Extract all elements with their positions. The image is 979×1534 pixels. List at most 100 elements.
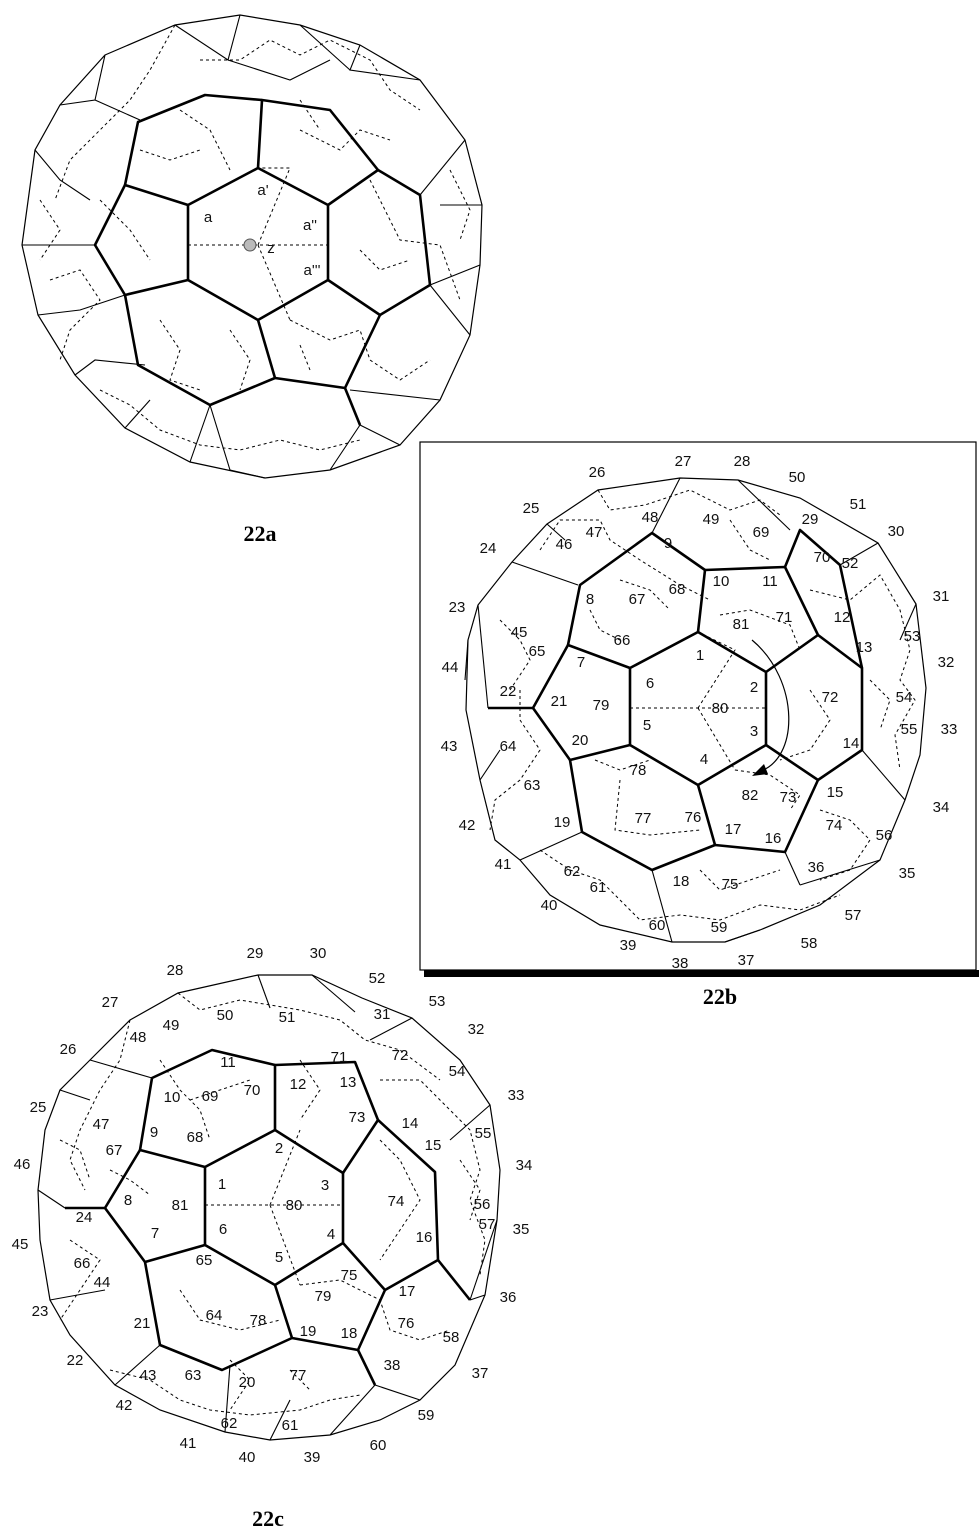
vertex-label: 35 xyxy=(899,865,916,882)
vertex-label: 29 xyxy=(802,511,819,528)
vertex-label: 24 xyxy=(480,540,497,557)
vertex-label: 18 xyxy=(341,1325,358,1342)
vertex-label: 21 xyxy=(551,693,568,710)
vertex-label: 52 xyxy=(842,555,859,572)
rotation-arrow-head xyxy=(752,764,768,776)
vertex-label: 47 xyxy=(586,524,603,541)
vertex-label: 2 xyxy=(275,1140,283,1157)
fig-22b-box xyxy=(419,441,977,971)
vertex-label: 48 xyxy=(642,509,659,526)
vertex-label: 71 xyxy=(331,1049,348,1066)
vertex-label: 33 xyxy=(941,721,958,738)
vertex-label: 40 xyxy=(239,1449,256,1466)
fig-22a-solid-edges xyxy=(22,14,482,479)
vertex-label: 63 xyxy=(524,777,541,794)
vertex-label: 51 xyxy=(850,496,867,513)
vertex-label: 12 xyxy=(834,609,851,626)
vertex-label: 62 xyxy=(221,1415,238,1432)
vertex-label: 45 xyxy=(511,624,528,641)
vertex-label: 56 xyxy=(876,827,893,844)
vertex-label: 30 xyxy=(310,945,327,962)
vertex-label: 66 xyxy=(614,632,631,649)
vertex-label: 11 xyxy=(220,1054,236,1071)
vertex-label: 49 xyxy=(703,511,720,528)
vertex-label: 49 xyxy=(163,1017,180,1034)
vertex-label: 13 xyxy=(856,639,873,656)
vertex-label: 26 xyxy=(60,1041,77,1058)
vertex-label: 80 xyxy=(286,1197,303,1214)
vertex-label: 52 xyxy=(369,970,386,987)
vertex-label: 57 xyxy=(479,1216,496,1233)
vertex-label: 10 xyxy=(164,1089,181,1106)
vertex-label: 27 xyxy=(102,994,119,1011)
vertex-label: 55 xyxy=(901,721,918,738)
vertex-label: 8 xyxy=(124,1192,132,1209)
vertex-label: 44 xyxy=(94,1274,111,1291)
fig-22a-labels: aa'a''a'''z xyxy=(204,182,321,279)
vertex-label: 6 xyxy=(646,675,654,692)
vertex-label: 68 xyxy=(669,581,686,598)
vertex-label: 50 xyxy=(789,469,806,486)
vertex-label: 14 xyxy=(843,735,860,752)
fig-22b-caption: 22b xyxy=(703,984,737,1009)
vertex-label: 33 xyxy=(508,1087,525,1104)
fig-22c-bold-edges xyxy=(65,1048,472,1386)
vertex-label: 15 xyxy=(425,1137,442,1154)
vertex-label: 58 xyxy=(801,935,818,952)
vertex-label: 41 xyxy=(495,856,512,873)
vertex-label: a''' xyxy=(304,262,321,279)
vertex-label: 37 xyxy=(472,1365,489,1382)
vertex-label: a' xyxy=(257,182,268,199)
figure-22a: aa'a''a'''z 22a xyxy=(21,14,483,546)
vertex-label: 42 xyxy=(459,817,476,834)
vertex-label: 46 xyxy=(14,1156,31,1173)
fig-22a-dashed-edges xyxy=(39,24,471,451)
vertex-label: 34 xyxy=(516,1157,533,1174)
vertex-label: 3 xyxy=(321,1177,329,1194)
vertex-label: a'' xyxy=(303,217,317,234)
vertex-label: 11 xyxy=(762,573,778,590)
vertex-label: 39 xyxy=(620,937,637,954)
vertex-label: 74 xyxy=(388,1193,405,1210)
vertex-label: 64 xyxy=(206,1307,223,1324)
vertex-label: 68 xyxy=(187,1129,204,1146)
vertex-label: 65 xyxy=(196,1252,213,1269)
vertex-label: 61 xyxy=(282,1417,299,1434)
vertex-label: 72 xyxy=(822,689,839,706)
vertex-label: 80 xyxy=(712,700,729,717)
vertex-label: 28 xyxy=(167,962,184,979)
vertex-label: 42 xyxy=(116,1397,133,1414)
vertex-label: 60 xyxy=(649,917,666,934)
vertex-label: 59 xyxy=(418,1407,435,1424)
vertex-label: 72 xyxy=(392,1047,409,1064)
vertex-label: 1 xyxy=(218,1176,226,1193)
vertex-label: 16 xyxy=(765,830,782,847)
vertex-label: 50 xyxy=(217,1007,234,1024)
vertex-label: 9 xyxy=(664,535,672,552)
vertex-label: 73 xyxy=(780,789,797,806)
vertex-label: 36 xyxy=(808,859,825,876)
fig-22b-bold-edges xyxy=(488,528,864,872)
vertex-label: 32 xyxy=(938,654,955,671)
vertex-label: 12 xyxy=(290,1076,307,1093)
vertex-label: 46 xyxy=(556,536,573,553)
vertex-label: 25 xyxy=(30,1099,47,1116)
vertex-label: 34 xyxy=(933,799,950,816)
vertex-label: 69 xyxy=(202,1088,219,1105)
vertex-label: 19 xyxy=(300,1323,317,1340)
vertex-label: 63 xyxy=(185,1367,202,1384)
vertex-label: 53 xyxy=(429,993,446,1010)
vertex-label: 2 xyxy=(750,679,758,696)
atom-z-marker xyxy=(243,238,257,252)
vertex-label: 22 xyxy=(67,1352,84,1369)
vertex-label: 13 xyxy=(340,1074,357,1091)
vertex-label: 9 xyxy=(150,1124,158,1141)
vertex-label: 70 xyxy=(814,549,831,566)
vertex-label: 45 xyxy=(12,1236,29,1253)
vertex-label: 70 xyxy=(244,1082,261,1099)
vertex-label: 31 xyxy=(933,588,950,605)
vertex-label: 57 xyxy=(845,907,862,924)
